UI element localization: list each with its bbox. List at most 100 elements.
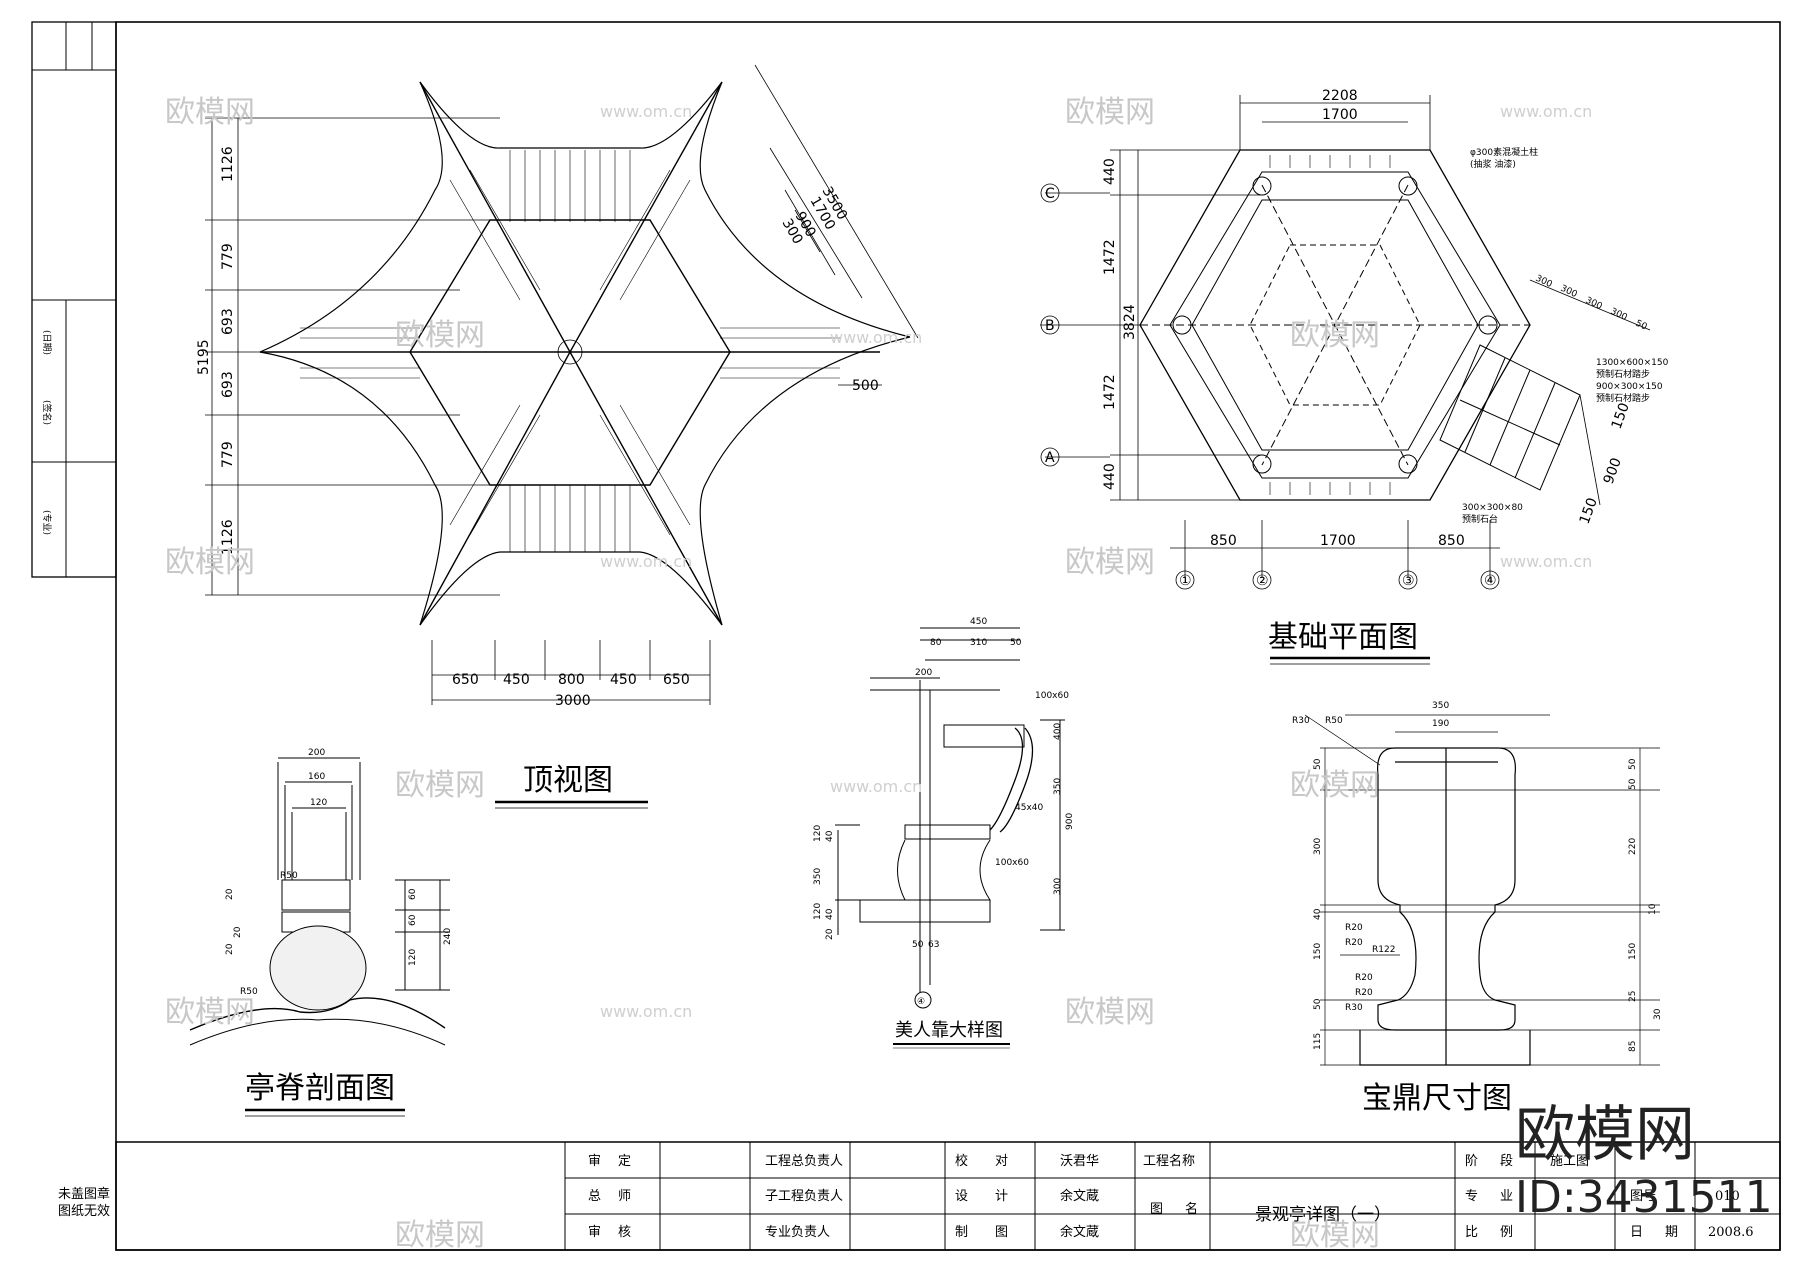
tb-drawing-name: 景观亭详图（一） [1255,1205,1391,1225]
top-view-dim-lines [205,64,919,705]
wm-17: 欧模网 [1065,995,1155,1030]
tb-r2-2: 子工程负责人 [765,1189,843,1204]
fnd-note-4: 900×300×150 [1596,382,1663,392]
top-dim-btotal: 3000 [555,693,591,709]
sheet-border [115,21,1781,1251]
wm-19: 欧模网 [1290,1218,1380,1253]
tb-r1-3: 校 [955,1153,968,1169]
finial-title: 宝鼎尺寸图 [1362,1081,1512,1116]
brand-id-text: ID:3431511 [1515,1172,1773,1223]
tb-r3-0: 审 [588,1225,601,1240]
bench-dim-r2: 300 [1053,878,1063,895]
top-dim-b4: 650 [663,672,690,688]
fnd-note-7: 预制石台 [1462,513,1498,525]
ridge-dim-r1: 60 [408,914,418,926]
bench-dim-b1: 63 [928,940,939,950]
tb-r3-3: 制 [955,1225,968,1240]
tb-r2-0: 总 [588,1189,601,1204]
fnd-side-0: 300 [1534,274,1554,290]
ridge-dim-r0: 60 [408,888,418,900]
tb-r1-8: 段 [1500,1154,1513,1169]
finial-l2: 40 [1313,908,1323,920]
side-label-date: (日期) [41,330,52,355]
fnd-dim-l3: 440 [1102,463,1118,490]
finial-l1: 300 [1313,838,1323,855]
finial-dim-t1: 190 [1432,719,1449,729]
fnd-axis-2: ② [1256,573,1269,589]
fnd-note-5: 预制石材踏步 [1596,392,1650,404]
ridge-radius-0: R50 [280,871,298,881]
bench-note-2: 45x40 [1015,803,1044,813]
tb-r3-9: 期 [1665,1225,1678,1240]
ridge-dim-l0: 20 [225,888,235,900]
fnd-dim-l1: 1472 [1102,239,1118,275]
tb-r2-10: 业 [1500,1189,1513,1204]
ridge-section-drawing [189,757,450,1046]
finial-rad-0: R30 [1292,716,1310,726]
bench-detail-drawing [835,627,1065,1009]
wm-18: 欧模网 [395,1218,485,1253]
bench-detail-title: 美人靠大样图 [895,1020,1003,1041]
tb-r1-1: 定 [618,1154,631,1169]
tb-r2-6: 图 [1150,1202,1163,1217]
tb-r2-11: 图号 [1630,1189,1656,1204]
ridge-radius-1: R50 [240,987,258,997]
side-label-sign: (签名) [41,400,53,425]
watermark-layer: 欧模网 www.om.cn 欧模网 www.om.cn 欧模网 www.om.c… [165,95,1592,1253]
ridge-dim-rtotal: 240 [443,928,453,945]
tb-r1-5: 沃君华 [1060,1154,1099,1169]
ridge-dim-t0: 200 [308,748,325,758]
fnd-note-3: 预制石材踏步 [1596,368,1650,380]
fnd-axis-4: ④ [1484,573,1497,589]
wm-13: www.om.cn [830,777,922,796]
top-dim-l1: 779 [220,243,236,270]
wm-8: 欧模网 [165,545,255,580]
fnd-side-1: 300 [1559,284,1579,300]
bench-note-1: 100x60 [1035,691,1069,701]
tb-r1-0: 审 [588,1154,601,1169]
fnd-dim-l0: 440 [1102,158,1118,185]
wm-16: www.om.cn [600,1002,692,1021]
fnd-stair-1: 900 [1601,456,1625,487]
bench-dim-l4: 40 [825,908,835,920]
tb-r3-4: 图 [995,1225,1008,1240]
bench-dim-l0: 120 [813,825,823,842]
foundation-dim-lines [1040,95,1651,590]
finial-r6: 30 [1653,1008,1663,1020]
fnd-note-0: φ300素混凝土柱 [1470,146,1538,158]
top-dim-b1: 450 [503,672,530,688]
foundation-plan-title: 基础平面图 [1268,620,1418,655]
bench-dim-center: 900 [1065,813,1075,830]
stamp-note-2: 图纸无效 [58,1204,110,1219]
ridge-dim-l1: 20 [233,926,243,938]
tb-r1-2: 工程总负责人 [765,1154,843,1169]
tb-r2-7: 名 [1185,1201,1198,1217]
finial-rad-1: R50 [1325,716,1343,726]
bench-dim-200: 200 [915,668,932,678]
ridge-section-title: 亭脊剖面图 [245,1071,395,1106]
wm-14: 欧模网 [1290,768,1380,803]
tb-r1-7: 阶 [1465,1154,1478,1169]
finial-rad-4: R122 [1372,945,1395,955]
fnd-note-6: 300×300×80 [1462,503,1523,513]
ridge-dim-l2: 20 [225,943,235,955]
fnd-dim-b2: 850 [1438,533,1465,549]
tb-r3-2: 专业负责人 [765,1225,830,1240]
finial-l3: 150 [1313,943,1323,960]
fnd-note-1: (抽浆 油漆) [1470,158,1516,170]
ridge-dim-t1: 160 [308,772,325,782]
tb-r3-10: 2008.6 [1708,1225,1754,1240]
finial-rad-5: R20 [1355,973,1373,983]
tb-r2-9: 专 [1465,1189,1478,1204]
finial-rad-2: R20 [1345,923,1363,933]
wm-3: 欧模网 [1065,95,1155,130]
tb-r1-4: 对 [995,1154,1008,1169]
bench-axis-label: ④ [917,997,925,1007]
wm-15: 欧模网 [165,995,255,1030]
finial-rad-6: R20 [1355,988,1373,998]
tb-r3-8: 日 [1630,1225,1643,1240]
fnd-side-4: 50 [1634,319,1649,333]
stamp-note-1: 未盖图章 [58,1186,110,1202]
bench-dim-l2: 350 [813,868,823,885]
finial-r5: 25 [1628,991,1638,1002]
